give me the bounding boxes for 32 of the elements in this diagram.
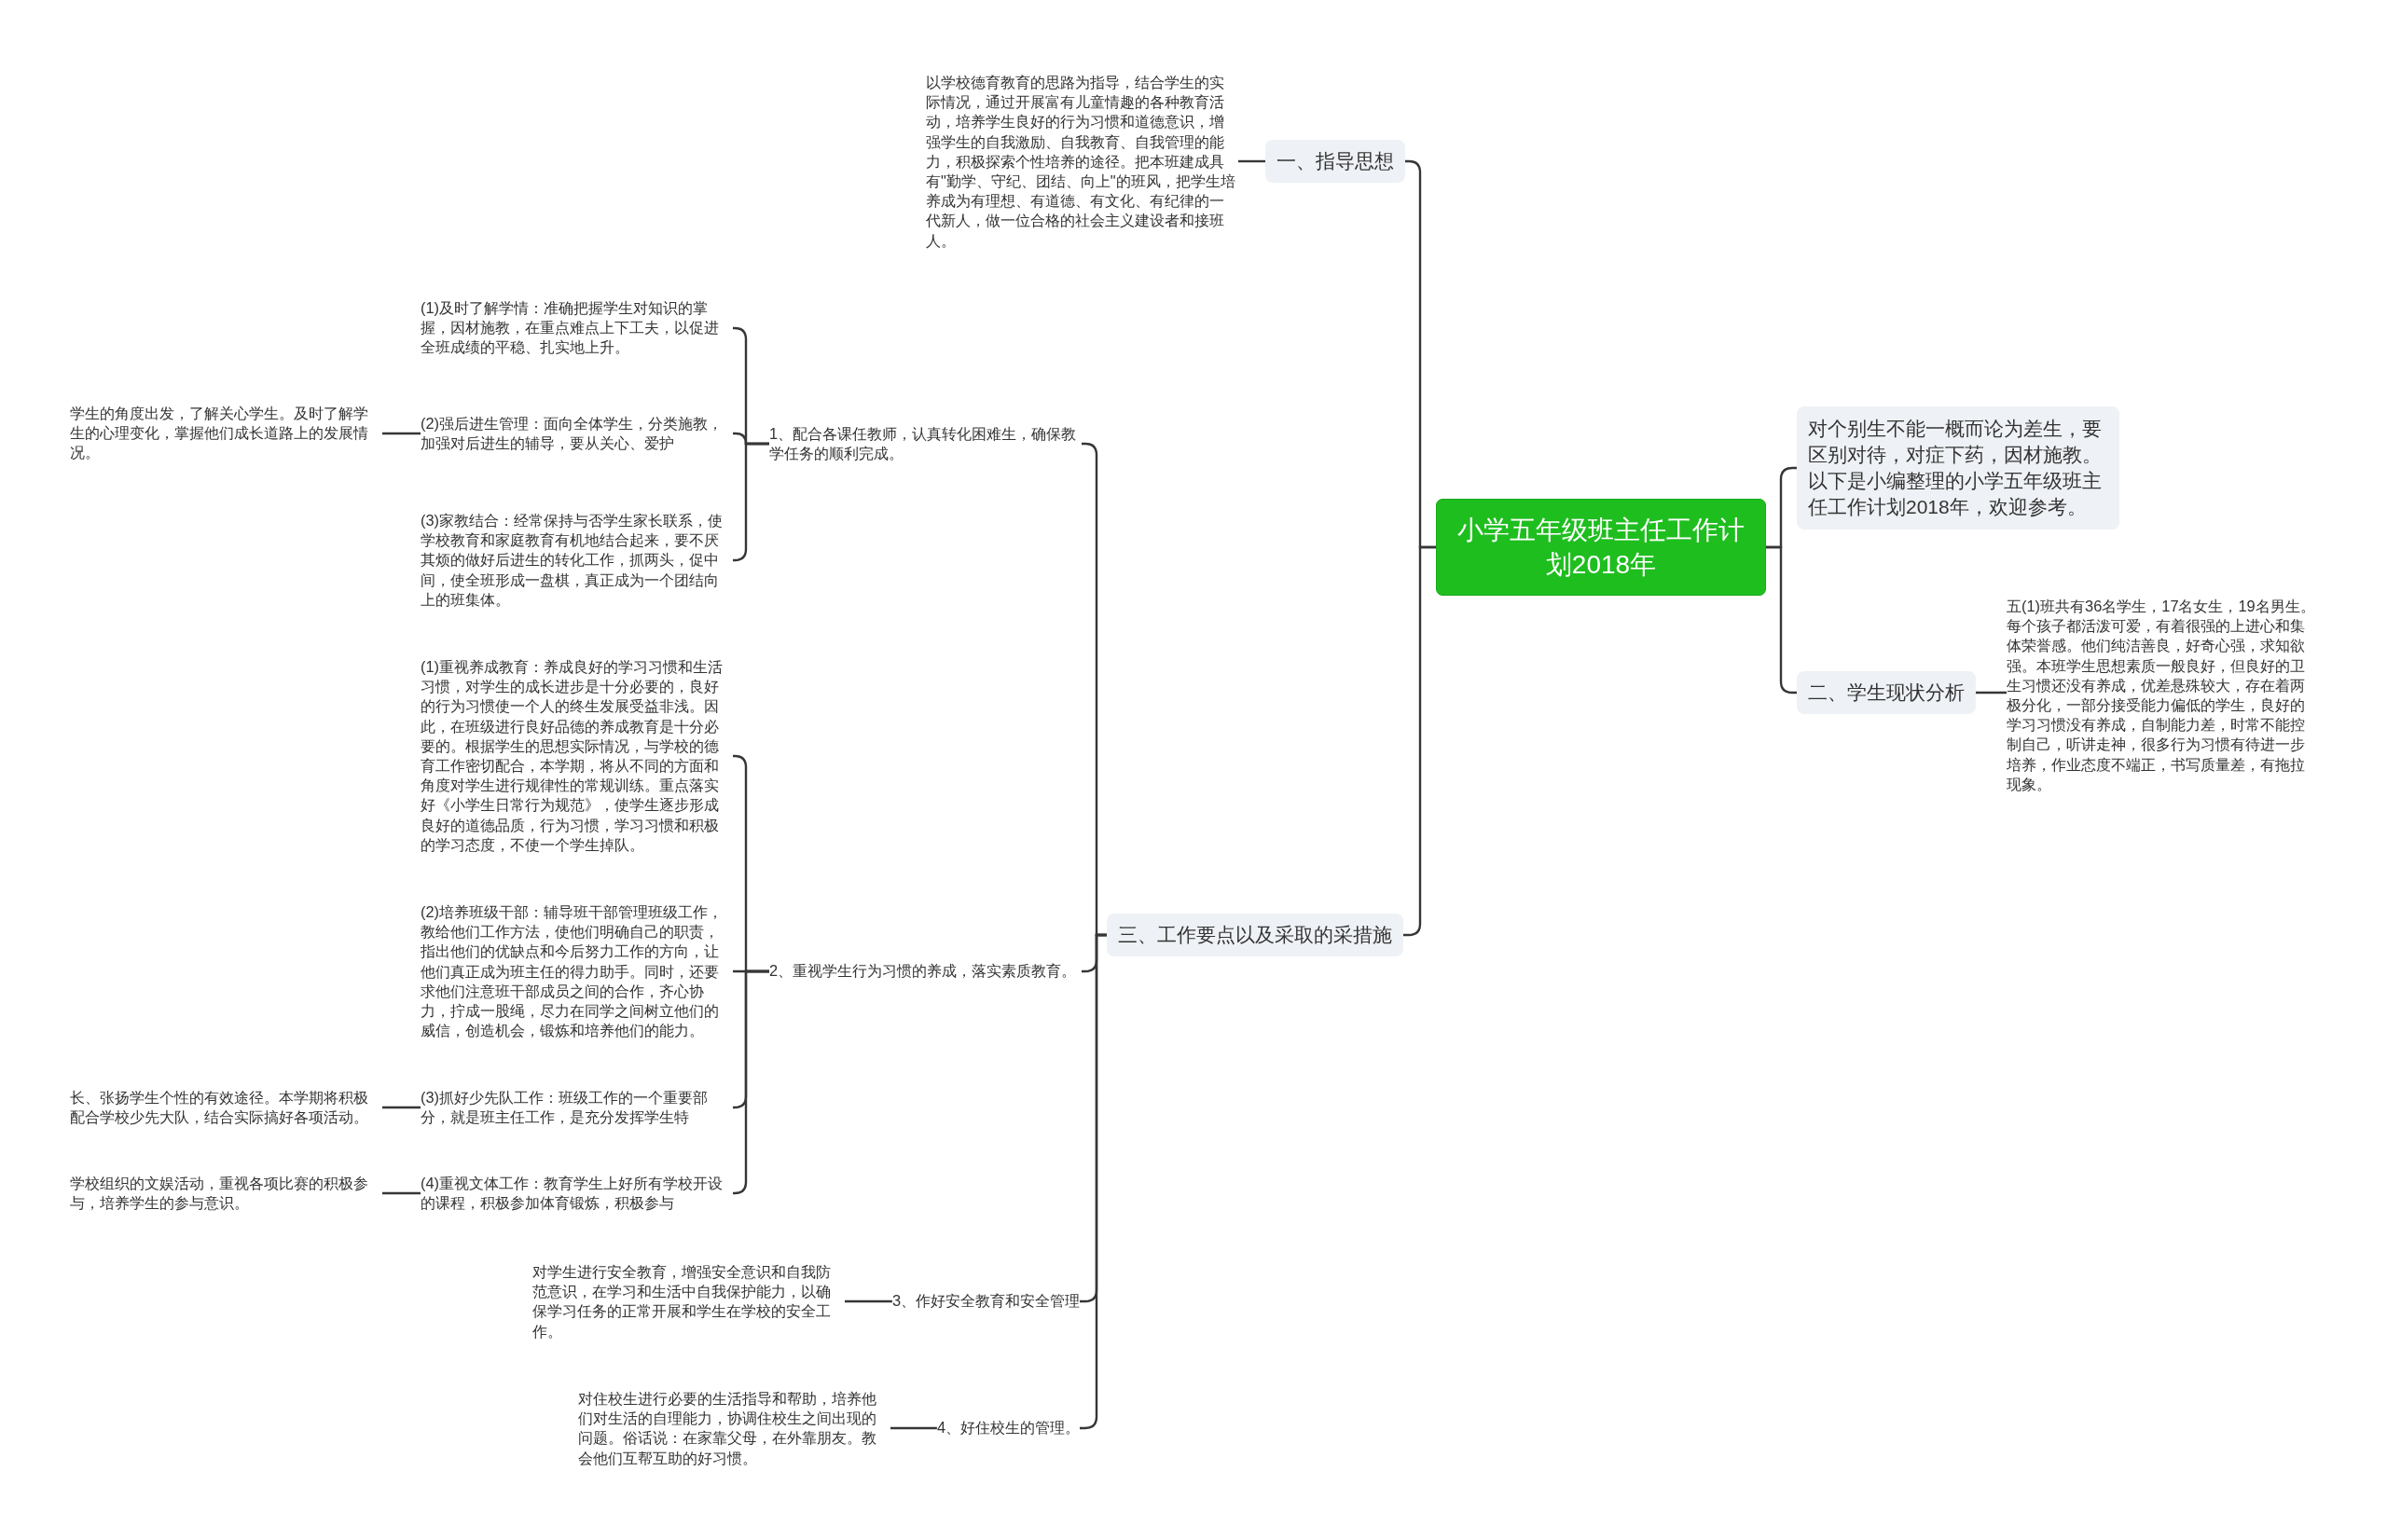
paragraph: 五(1)班共有36名学生，17名女生，19名男生。每个孩子都活泼可爱，有着很强的上进心和集体荣誉感。他们纯洁善良，好奇心强，求知欲强。本班学生思想素质一般良好，但良好的卫生习惯还没有养成，优差悬殊较大，存在着两极分化，一部分接受能力偏低的学生，良好的学习习惯没有养成，自制能力差，时常不能控制自己，听讲走神，很多行为习惯有待进一步培养，作业态度不端正，书写质量差，有拖拉现象。 [2007,597,2319,794]
note-box: 对个别生不能一概而论为差生，要区别对待，对症下药，因材施教。以下是小编整理的小学五年级班主任工作计划2018年，欢迎参考。 [1797,406,2119,529]
paragraph: (2)强后进生管理：面向全体学生，分类施教，加强对后进生的辅导，要从关心、爱护 [421,413,733,454]
paragraph: 长、张扬学生个性的有效途径。本学期将积极配合学校少先大队，结合实际搞好各项活动。 [70,1087,382,1128]
branch-box: 一、指导思想 [1265,140,1405,183]
paragraph: (1)重视养成教育：养成良好的学习习惯和生活习惯，对学生的成长进步是十分必要的，良好的行为习惯使一个人的终生发展受益非浅。因此，在班级进行良好品德的养成教育是十分必要的。根据学生的思想实际情况，与学校的德育工作密切配合，本学期，将从不同的方面和角度对学生进行规律性的常规训练。重点落实好《小学生日常行为规范》，使学生逐步形成良好的道德品质，行为习惯，学习习惯和积极的学习态度，不使一个学生掉队。 [421,657,733,855]
branch-box: 二、学生现状分析 [1797,671,1976,714]
paragraph: (3)抓好少先队工作：班级工作的一个重要部分，就是班主任工作，是充分发挥学生特 [421,1087,733,1128]
connector-line [382,1191,421,1195]
connector-line [382,1106,421,1109]
central-topic-box: 小学五年级班主任工作计划2018年 [1436,499,1766,596]
paragraph: (1)及时了解学情：准确把握学生对知识的掌握，因材施教，在重点难点上下工夫，以促进全班成绩的平稳、扎实地上升。 [421,298,733,358]
connector-line [1976,691,2007,694]
paragraph: 学生的角度出发，了解关心学生。及时了解学生的心理变化，掌握他们成长道路上的发展情况。 [70,404,382,463]
connector-line [845,1299,892,1303]
paragraph: (4)重视文体工作：教育学生上好所有学校开设的课程，积极参加体育锻炼，积极参与 [421,1173,733,1214]
subtopic-text: 3、作好安全教育和安全管理 [891,1291,1080,1312]
paragraph: 以学校德育教育的思路为指导，结合学生的实际情况，通过开展富有儿童情趣的各种教育活动，培养学生良好的行为习惯和道德意识，增强学生的自我激励、自我教育、自我管理的能力，积极探索个性培养的途径。把本班建成具有"勤学、守纪、团结、向上"的班风，把学生培养成为有理想、有道德、有文化、有纪律的一代新人，做一位合格的社会主义建设者和接班人。 [926,72,1238,251]
connector-line [890,1426,937,1430]
subtopic-text: 4、好住校生的管理。 [936,1418,1080,1438]
paragraph: 对住校生进行必要的生活指导和帮助，培养他们对生活的自理能力，协调住校生之间出现的问题。俗话说：在家靠父母，在外靠朋友。教会他们互帮互助的好习惯。 [578,1388,890,1468]
branch-box: 三、工作要点以及采取的采措施 [1107,914,1403,956]
connector-line [382,432,421,435]
paragraph: (3)家教结合：经常保持与否学生家长联系，使学校教育和家庭教育有机地结合起来，要不厌其烦的做好后进生的转化工作，抓两头，促中间，使全班形成一盘棋，真正成为一个团结向上的班集体。 [421,511,733,610]
subtopic-text: 2、重视学生行为习惯的养成，落实素质教育。 [769,961,1082,982]
paragraph: 对学生进行安全教育，增强安全意识和自我防范意识，在学习和生活中自我保护能力，以确保学习任务的正常开展和学生在学校的安全工作。 [532,1261,845,1341]
connector-line [1238,159,1265,163]
paragraph: 学校组织的文娱活动，重视各项比赛的积极参与，培养学生的参与意识。 [70,1173,382,1214]
connector-line [733,442,769,562]
subtopic-text: 1、配合各课任教师，认真转化困难生，确保教学任务的顺利完成。 [769,423,1082,464]
paragraph: (2)培养班级干部：辅导班干部管理班级工作，教给他们工作方法，使他们明确自己的职责，指出他们的优缺点和今后努力工作的方向，让他们真正成为班主任的得力助手。同时，还要求他们注意班干部成员之间的合作，齐心协力，拧成一股绳，尽力在同学之间树立他们的威信，创造机会，锻炼和培养他们的能力。 [421,901,733,1041]
connector-line [733,969,769,1195]
